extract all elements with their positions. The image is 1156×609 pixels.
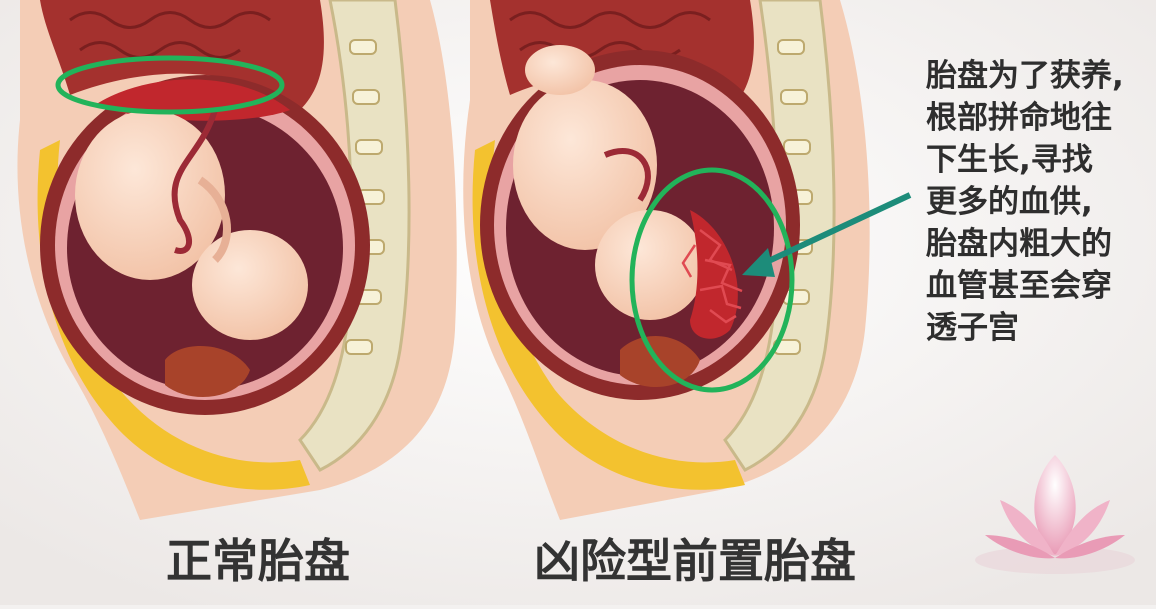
annotation-line: 更多的血供, bbox=[926, 181, 1148, 223]
fetus-head bbox=[192, 230, 308, 340]
annotation-text: 胎盘为了获养, 根部拼命地往 下生长,寻找 更多的血供, 胎盘内粗大的 血管甚至… bbox=[926, 55, 1148, 349]
fetus-head bbox=[595, 210, 705, 320]
annotation-line: 下生长,寻找 bbox=[926, 139, 1148, 181]
annotation-line: 血管甚至会穿 bbox=[926, 265, 1148, 307]
caption-normal-placenta: 正常胎盘 bbox=[166, 538, 350, 584]
annotation-line: 胎盘内粗大的 bbox=[926, 223, 1148, 265]
fetus-feet bbox=[525, 45, 595, 95]
caption-placenta-previa: 凶险型前置胎盘 bbox=[534, 538, 856, 584]
annotation-line: 根部拼命地往 bbox=[926, 97, 1148, 139]
annotation-line: 透子宫 bbox=[926, 307, 1148, 349]
annotation-line: 胎盘为了获养, bbox=[926, 55, 1148, 97]
